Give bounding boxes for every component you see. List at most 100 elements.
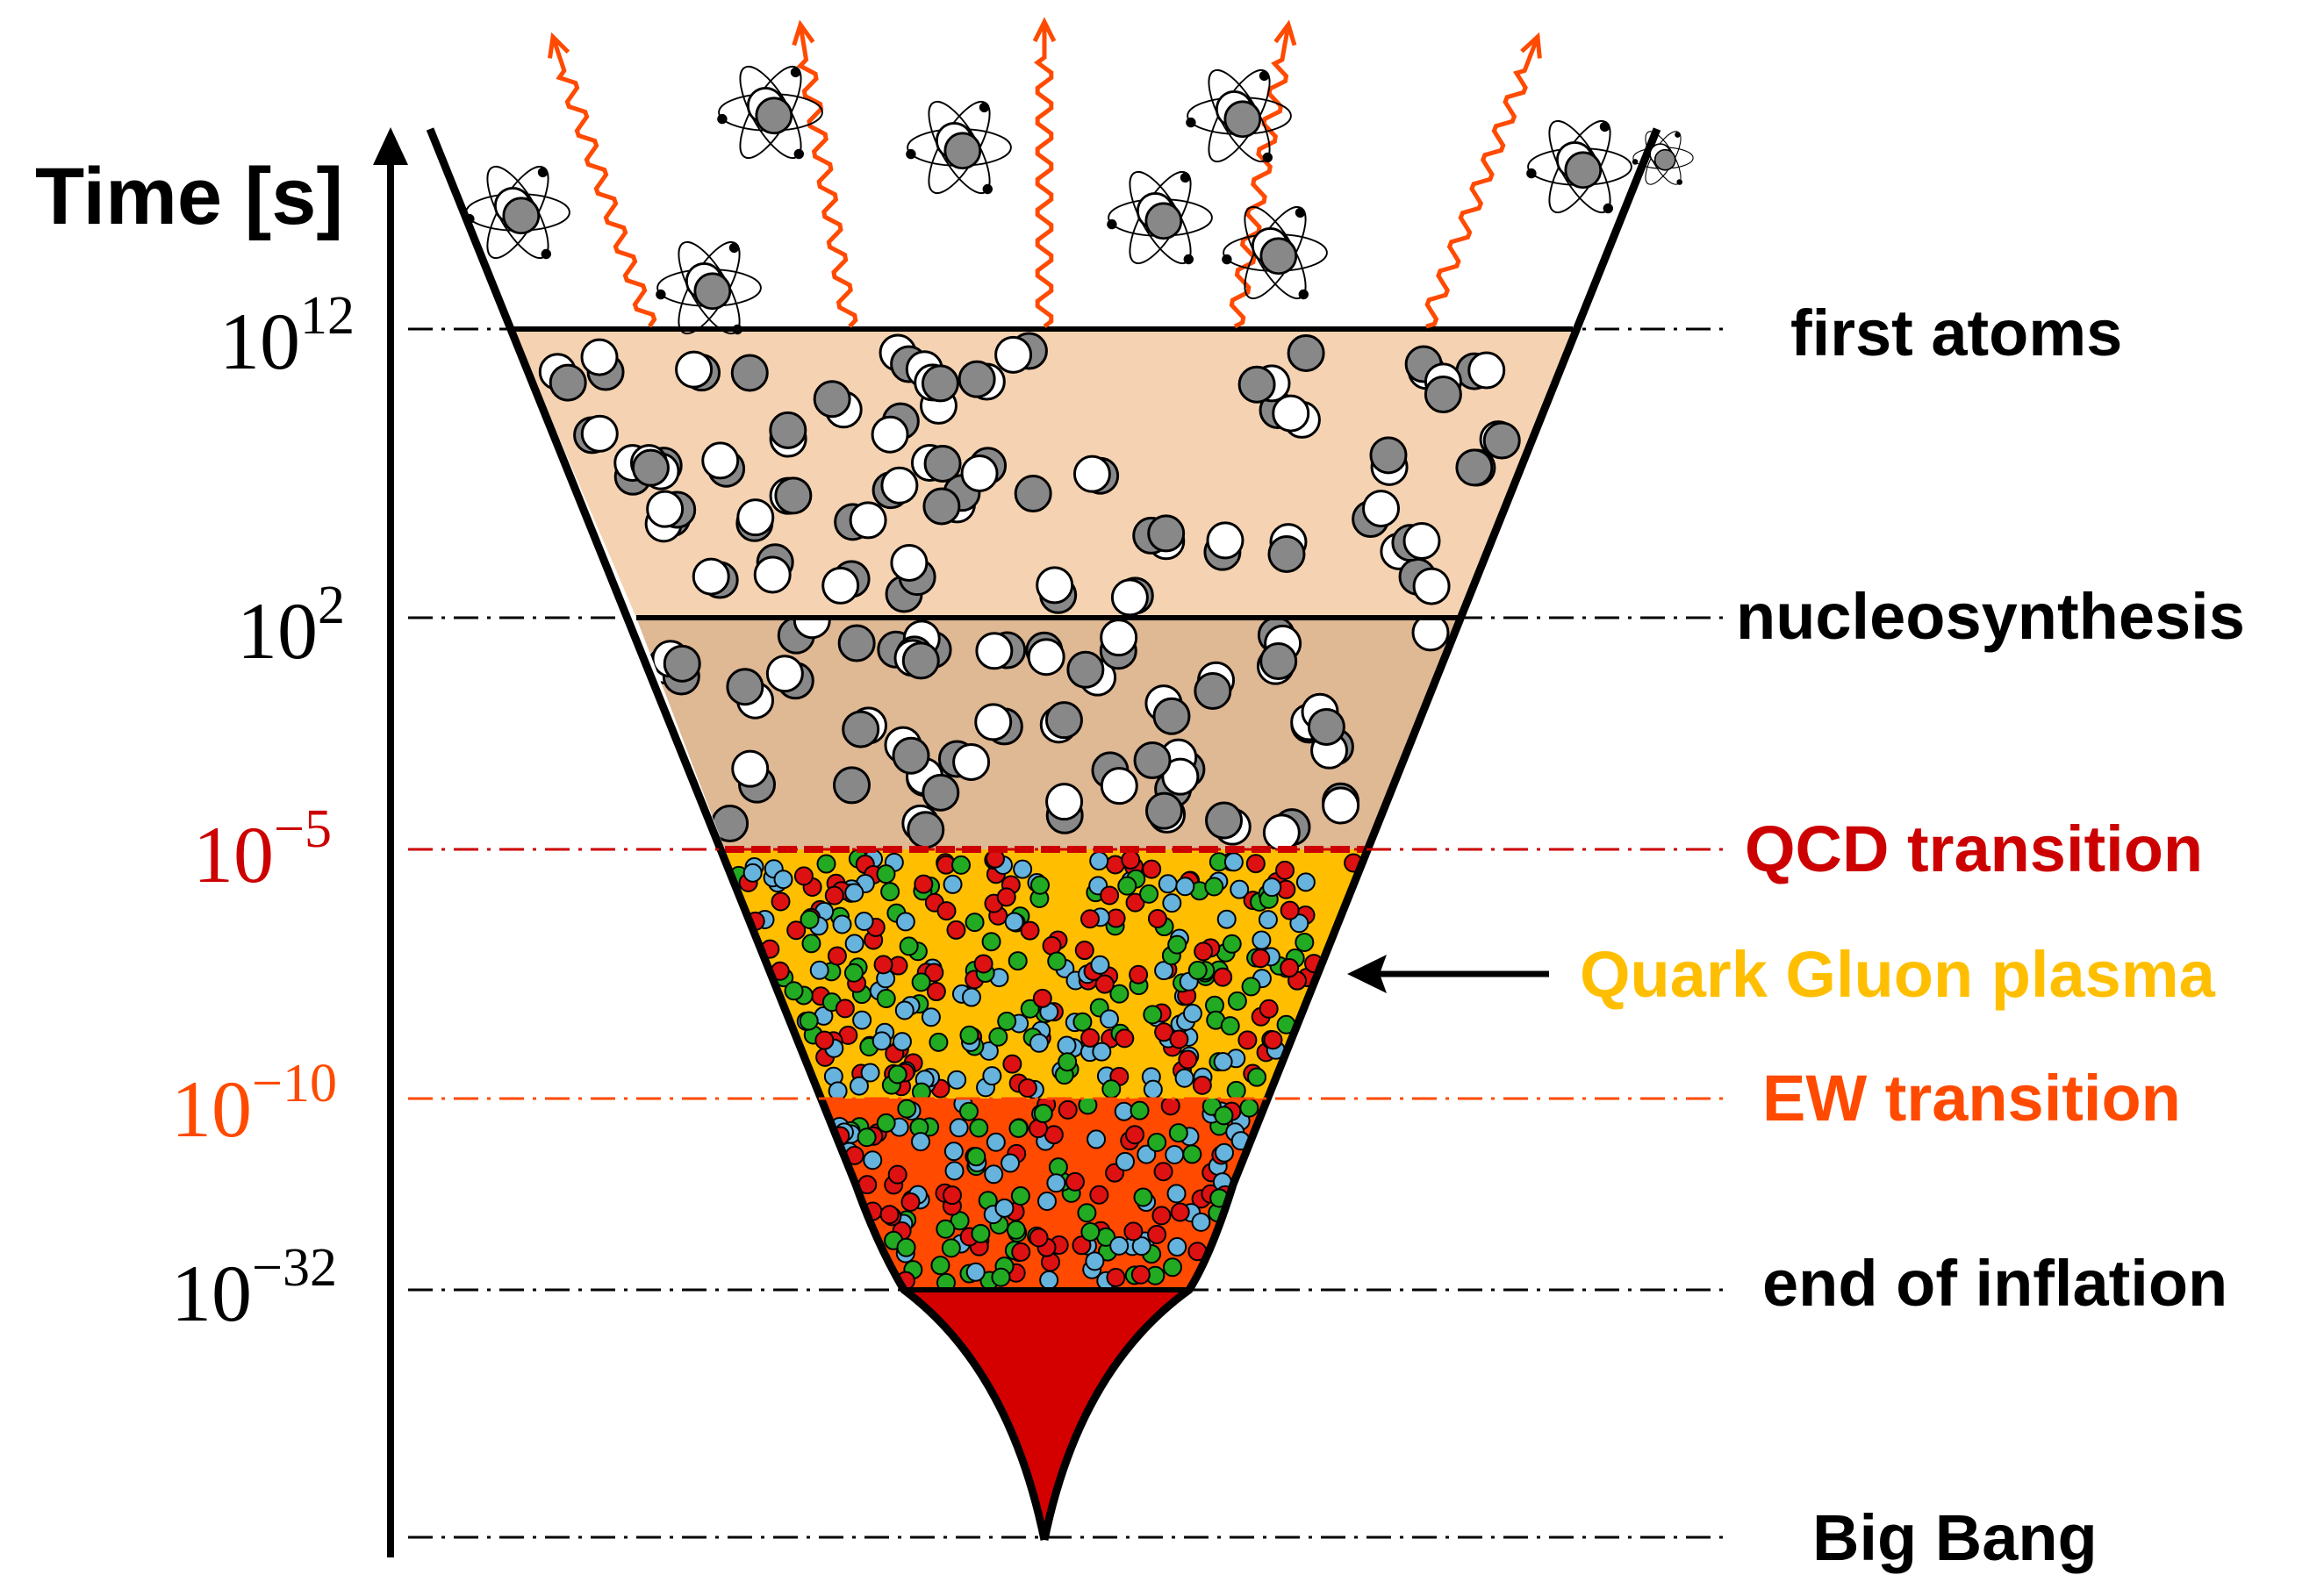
quark	[965, 1262, 986, 1282]
atom-icon	[906, 100, 1012, 195]
quark	[873, 955, 893, 975]
quark	[1275, 860, 1295, 880]
nucleon	[1110, 578, 1149, 617]
quark	[926, 982, 946, 1002]
quark	[1204, 877, 1224, 897]
quark	[961, 987, 981, 1007]
atom-icon	[1632, 131, 1694, 185]
quark	[1078, 1099, 1098, 1115]
quark	[1074, 941, 1094, 961]
quark	[910, 1132, 930, 1152]
quark	[809, 960, 829, 980]
quark	[1160, 1099, 1180, 1116]
quark	[742, 863, 763, 883]
nucleon	[958, 360, 996, 398]
nucleon	[1262, 813, 1301, 849]
nucleon	[1272, 394, 1310, 433]
quark	[1191, 1212, 1211, 1232]
quark	[924, 963, 944, 983]
quark	[1151, 1206, 1172, 1226]
quark	[876, 1113, 896, 1133]
quark	[773, 870, 793, 890]
nucleon	[1147, 514, 1186, 553]
quark	[966, 1147, 986, 1167]
tick-label-inflation: 10−32	[171, 1238, 337, 1338]
nucleon	[726, 668, 764, 706]
photon-wave-icon	[1229, 19, 1297, 329]
nucleon	[952, 742, 991, 781]
quark	[936, 1219, 956, 1239]
quark	[946, 920, 966, 940]
inflation-region	[904, 1290, 1189, 1540]
quark	[857, 1128, 877, 1148]
quark	[1147, 1224, 1167, 1244]
quark	[1143, 1005, 1163, 1025]
quark	[930, 1256, 950, 1276]
quark	[1033, 1104, 1053, 1124]
epoch-label-ew-transition: EW transition	[1762, 1062, 2181, 1135]
quark	[1080, 909, 1100, 929]
quark	[943, 1142, 964, 1162]
epoch-labels: first atoms nucleosynthesis QCD transiti…	[1580, 297, 2245, 1574]
photon-wave-icon	[1424, 32, 1542, 329]
photon-wave-icon	[1032, 17, 1057, 329]
quark	[1251, 949, 1271, 969]
quark	[800, 909, 820, 929]
quark	[1245, 854, 1266, 874]
quark	[1220, 1016, 1240, 1036]
nucleon	[1045, 783, 1084, 821]
photon-wave-icon	[792, 19, 858, 328]
quark	[899, 936, 919, 956]
nucleon	[1100, 619, 1138, 657]
nucleon	[1369, 436, 1408, 475]
quark	[981, 932, 1001, 952]
quark	[1143, 1079, 1163, 1099]
quark	[1226, 1080, 1246, 1099]
quark	[793, 866, 814, 886]
nucleon	[1133, 741, 1172, 780]
quark	[1077, 1203, 1097, 1223]
quark	[1213, 1052, 1233, 1072]
quark	[982, 1066, 1002, 1086]
quark	[1178, 1049, 1198, 1070]
quark	[911, 972, 931, 992]
quark	[1072, 1012, 1093, 1032]
quark	[1013, 859, 1033, 879]
quark	[943, 874, 963, 894]
epoch-label-big-bang: Big Bang	[1812, 1501, 2098, 1574]
nucleon	[1259, 642, 1298, 681]
quark	[1101, 1079, 1122, 1099]
quark	[1147, 1133, 1167, 1153]
quark	[1115, 1028, 1135, 1049]
photon-group	[548, 17, 1542, 329]
nucleon	[1411, 618, 1450, 652]
nucleon	[774, 476, 813, 515]
quark	[1142, 859, 1162, 879]
tick-label-nucleosynthesis: 102	[237, 576, 345, 676]
time-axis-arrowhead	[373, 127, 408, 165]
nucleon	[701, 441, 740, 480]
nucleon	[1322, 786, 1360, 825]
quark	[1048, 1157, 1068, 1178]
quark	[828, 1081, 848, 1099]
atom-icon	[717, 65, 823, 160]
quark	[1162, 1257, 1182, 1278]
quark	[1124, 1125, 1144, 1145]
quark	[1239, 1099, 1259, 1118]
quark	[1170, 1202, 1190, 1222]
nucleon	[731, 749, 770, 788]
nucleon	[753, 555, 792, 594]
quark	[849, 1076, 869, 1096]
quark	[1174, 1068, 1194, 1088]
nucleon	[1412, 567, 1451, 605]
nucleon	[901, 641, 940, 680]
quark	[896, 1237, 916, 1257]
quark	[1222, 934, 1242, 954]
epoch-label-qcd-transition: QCD transition	[1745, 813, 2203, 885]
pointer-arrow-icon	[1347, 955, 1549, 993]
nucleon	[813, 380, 851, 419]
nucleon	[1267, 534, 1306, 573]
quark	[771, 891, 791, 912]
tick-label-first-atoms: 1012	[219, 286, 355, 386]
quark	[1115, 1151, 1135, 1171]
